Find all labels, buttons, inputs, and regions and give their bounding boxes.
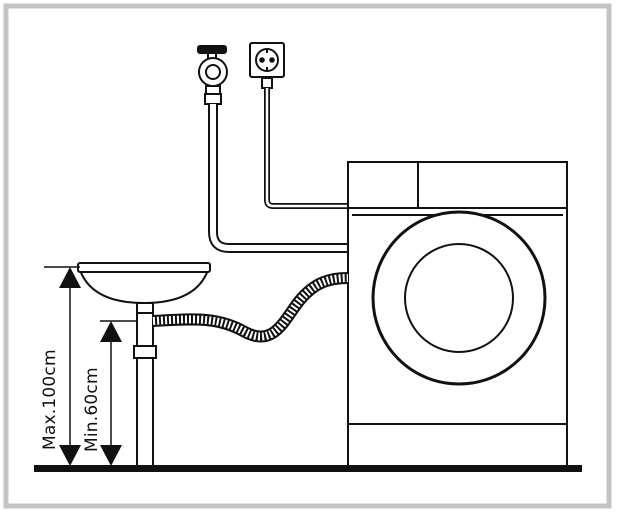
sink [77,262,211,314]
washing-machine [347,161,568,467]
min-height-label: Min.60cm [82,367,102,452]
min-height-arrow [100,321,122,466]
water-tap-icon [197,45,228,105]
max-height-arrow [59,267,81,466]
drain-hose [152,272,349,343]
diagram-frame [3,3,612,509]
drain-pipe [133,312,157,467]
floor-line [34,465,582,472]
max-height-label: Max.100cm [40,349,60,450]
power-socket-icon [249,42,285,89]
water-inlet-hose [208,104,348,253]
power-cable [264,88,348,209]
